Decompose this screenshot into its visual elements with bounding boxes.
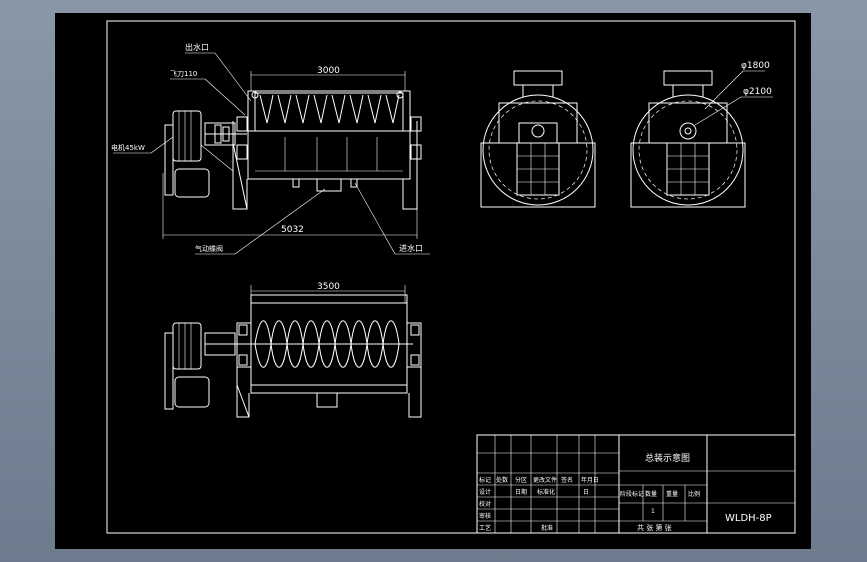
tb-row-approve: 批准 xyxy=(541,524,553,532)
label-pneumatic-valve: 气动蝶阀 xyxy=(195,244,223,253)
tb-row-design: 设计 xyxy=(479,488,491,496)
tb-row-design-date: 日期 xyxy=(515,488,527,496)
tb-header-1: 处数 xyxy=(496,476,508,484)
tb-header-0: 标记 xyxy=(479,476,491,484)
dim-5032: 5032 xyxy=(162,173,418,239)
tb-stage-2: 重量 xyxy=(666,490,678,498)
dim-3000: 3000 xyxy=(250,66,406,91)
tb-stage-3: 比例 xyxy=(688,490,700,498)
trough-body xyxy=(247,90,411,180)
dim-3500-text: 3500 xyxy=(317,282,340,292)
drawing-canvas: 3000 5032 出水口 飞刀110 电机45kW 气动蝶阀 进水口 xyxy=(106,20,796,534)
drawing-frame xyxy=(106,20,796,534)
top-nozzle-2 xyxy=(663,70,713,86)
tb-row-design-day: 日 xyxy=(583,489,589,496)
label-motor: 电机45kW xyxy=(111,143,145,152)
title-block: 标记 处数 分区 更改文件 签名 年月日 设计 日期 标准化 日 校对 审核 工… xyxy=(476,434,796,534)
drawing-title: 总装示意图 xyxy=(645,452,690,464)
motor-base-plate xyxy=(164,124,174,196)
tb-stage-0: 阶段标记 xyxy=(620,490,644,498)
tb-row-process: 工艺 xyxy=(479,524,491,532)
dim-3500: 3500 xyxy=(250,282,406,303)
label-outlet: 出水口 xyxy=(185,42,209,52)
motor-body xyxy=(172,110,202,162)
tb-header-3: 更改文件 xyxy=(533,476,557,484)
tb-stage-value: 1 xyxy=(651,508,655,515)
label-fly-knife: 飞刀110 xyxy=(170,70,197,78)
tb-row-design-std: 标准化 xyxy=(537,488,555,496)
dim-5032-text: 5032 xyxy=(281,225,304,235)
left-leg xyxy=(232,121,248,210)
tb-header-4: 签名 xyxy=(561,476,573,484)
dim-phi1800: φ1800 xyxy=(741,61,770,71)
hopper-flights xyxy=(254,92,404,132)
drawing-sheet: 3000 5032 出水口 飞刀110 电机45kW 气动蝶阀 进水口 xyxy=(55,13,811,549)
dim-phi2100: φ2100 xyxy=(743,87,772,97)
tb-row-check: 校对 xyxy=(479,500,491,508)
gear-reducer xyxy=(174,168,210,198)
discharge-valve xyxy=(316,178,342,192)
label-inlet: 进水口 xyxy=(399,243,423,253)
side-view-right: φ1800 φ2100 xyxy=(630,61,773,208)
right-leg xyxy=(402,121,418,210)
tb-row-review: 审核 xyxy=(479,512,491,520)
tb-stage-1: 数量 xyxy=(645,490,657,498)
drawing-number: WLDH-8P xyxy=(725,513,772,524)
plan-view: 3500 xyxy=(164,282,422,418)
dim-3000-text: 3000 xyxy=(317,66,340,76)
tb-sheet-info: 共 张 第 张 xyxy=(637,523,672,532)
base-frame xyxy=(480,142,596,208)
top-nozzle xyxy=(513,70,563,86)
side-view-left xyxy=(480,70,596,208)
tb-header-2: 分区 xyxy=(515,476,527,484)
front-view: 3000 5032 出水口 飞刀110 电机45kW 气动蝶阀 进水口 xyxy=(111,42,430,255)
tb-header-5: 年月日 xyxy=(581,476,599,484)
ribbon-spiral xyxy=(254,320,400,368)
